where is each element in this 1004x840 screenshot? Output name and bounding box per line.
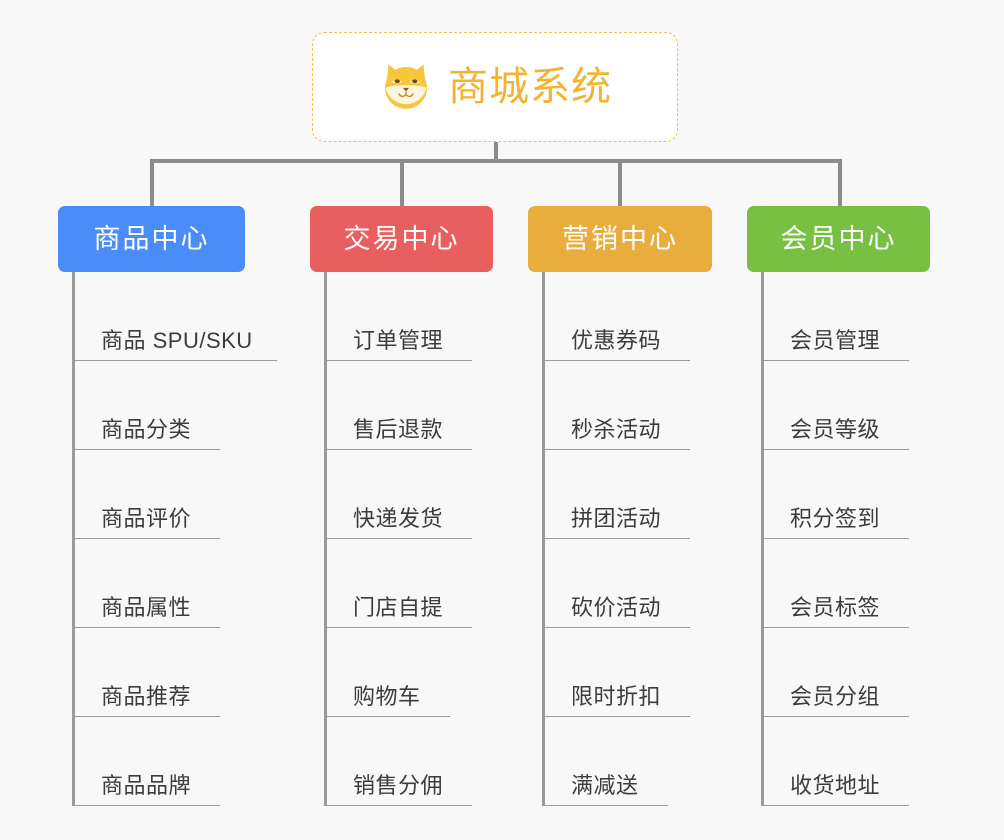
leaf-item-underline	[324, 359, 472, 361]
leaf-item-underline	[761, 804, 909, 806]
category-label: 交易中心	[343, 223, 460, 254]
connector-drop-trade-center	[400, 159, 404, 206]
leaf-item-underline	[542, 359, 690, 361]
leaf-item[interactable]: 会员分组	[761, 628, 1004, 717]
leaf-column-member-center: 会员管理会员等级积分签到会员标签会员分组收货地址	[761, 272, 1004, 806]
leaf-item-underline	[542, 537, 690, 539]
leaf-item-underline	[324, 537, 472, 539]
leaf-item[interactable]: 限时折扣	[542, 628, 786, 717]
root-title: 商城系统	[448, 65, 612, 109]
leaf-item-label: 限时折扣	[571, 684, 662, 709]
leaf-item-label: 会员分组	[790, 684, 881, 709]
leaf-item-underline	[72, 537, 220, 539]
leaf-item-label: 商品推荐	[101, 684, 192, 709]
leaf-item[interactable]: 商品 SPU/SKU	[72, 272, 319, 361]
leaf-item-label: 收货地址	[790, 773, 881, 798]
leaf-item-underline	[324, 804, 472, 806]
leaf-item-label: 购物车	[353, 684, 421, 709]
leaf-item[interactable]: 会员标签	[761, 539, 1004, 628]
connector-bus	[150, 159, 842, 163]
leaf-item[interactable]: 砍价活动	[542, 539, 786, 628]
leaf-item-label: 砍价活动	[571, 595, 662, 620]
leaf-item[interactable]: 销售分佣	[324, 717, 567, 806]
leaf-item-label: 商品属性	[101, 595, 192, 620]
leaf-item[interactable]: 优惠券码	[542, 272, 786, 361]
leaf-item-underline	[72, 359, 277, 361]
connector-drop-member-center	[838, 159, 842, 206]
leaf-column-trade-center: 订单管理售后退款快递发货门店自提购物车销售分佣	[324, 272, 567, 806]
leaf-item[interactable]: 门店自提	[324, 539, 567, 628]
leaf-item-underline	[761, 448, 909, 450]
category-label: 营销中心	[562, 223, 678, 254]
leaf-item-underline	[324, 448, 472, 450]
leaf-item[interactable]: 商品品牌	[72, 717, 319, 806]
leaf-column-product-center: 商品 SPU/SKU 商品分类商品评价商品属性商品推荐商品品牌	[72, 272, 319, 806]
leaf-item-label: 拼团活动	[571, 506, 662, 531]
leaf-item[interactable]: 售后退款	[324, 361, 567, 450]
leaf-item-underline	[542, 448, 690, 450]
leaf-item[interactable]: 商品分类	[72, 361, 319, 450]
leaf-item-label: 积分签到	[790, 506, 881, 531]
leaf-rail	[761, 272, 764, 806]
category-label: 商品中心	[93, 223, 210, 254]
leaf-item-label: 秒杀活动	[571, 417, 662, 442]
leaf-item[interactable]: 满减送	[542, 717, 786, 806]
shiba-dog-icon	[385, 64, 427, 109]
root-node[interactable]: 商城系统	[312, 32, 678, 142]
connector-drop-product-center	[150, 159, 154, 206]
leaf-column-marketing-center: 优惠券码秒杀活动拼团活动砍价活动限时折扣满减送	[542, 272, 786, 806]
leaf-item-label: 门店自提	[353, 595, 444, 620]
category-box-member-center[interactable]: 会员中心	[747, 206, 930, 272]
leaf-item-label: 订单管理	[353, 328, 444, 353]
category-label: 会员中心	[780, 223, 897, 254]
leaf-item[interactable]: 积分签到	[761, 450, 1004, 539]
leaf-item-underline	[72, 626, 220, 628]
leaf-item[interactable]: 购物车	[324, 628, 567, 717]
leaf-rail	[542, 272, 545, 806]
connector-drop-marketing-center	[618, 159, 622, 206]
leaf-item-underline	[72, 715, 220, 717]
leaf-item-label: 会员等级	[790, 417, 881, 442]
leaf-rail	[324, 272, 327, 806]
leaf-item[interactable]: 收货地址	[761, 717, 1004, 806]
leaf-item[interactable]: 会员等级	[761, 361, 1004, 450]
leaf-item-underline	[542, 715, 690, 717]
leaf-item-label: 商品评价	[101, 506, 192, 531]
leaf-item-label: 会员管理	[790, 328, 881, 353]
leaf-item-label: 商品分类	[101, 417, 192, 442]
leaf-item[interactable]: 快递发货	[324, 450, 567, 539]
leaf-item-underline	[72, 804, 220, 806]
connector-trunk	[494, 142, 498, 163]
leaf-item[interactable]: 商品属性	[72, 539, 319, 628]
leaf-item[interactable]: 拼团活动	[542, 450, 786, 539]
leaf-item-label: 满减送	[571, 773, 639, 798]
leaf-item-underline	[761, 537, 909, 539]
leaf-item-label: 优惠券码	[571, 328, 662, 353]
leaf-item-underline	[761, 715, 909, 717]
category-box-marketing-center[interactable]: 营销中心	[528, 206, 712, 272]
leaf-item-label: 会员标签	[790, 595, 881, 620]
leaf-item[interactable]: 会员管理	[761, 272, 1004, 361]
leaf-item-underline	[542, 804, 668, 806]
leaf-item-label: 商品品牌	[101, 773, 192, 798]
leaf-item-label: 商品 SPU/SKU	[101, 328, 253, 353]
leaf-rail	[72, 272, 75, 806]
leaf-item-underline	[761, 626, 909, 628]
category-box-trade-center[interactable]: 交易中心	[310, 206, 493, 272]
leaf-item[interactable]: 商品评价	[72, 450, 319, 539]
leaf-item-underline	[324, 626, 472, 628]
leaf-item[interactable]: 秒杀活动	[542, 361, 786, 450]
leaf-item-underline	[761, 359, 909, 361]
leaf-item[interactable]: 订单管理	[324, 272, 567, 361]
leaf-item-underline	[72, 448, 220, 450]
leaf-item-label: 快递发货	[353, 506, 444, 531]
leaf-item-underline	[324, 715, 450, 717]
leaf-item-label: 销售分佣	[353, 773, 444, 798]
leaf-item-underline	[542, 626, 690, 628]
category-box-product-center[interactable]: 商品中心	[58, 206, 245, 272]
leaf-item-label: 售后退款	[353, 417, 444, 442]
leaf-item[interactable]: 商品推荐	[72, 628, 319, 717]
